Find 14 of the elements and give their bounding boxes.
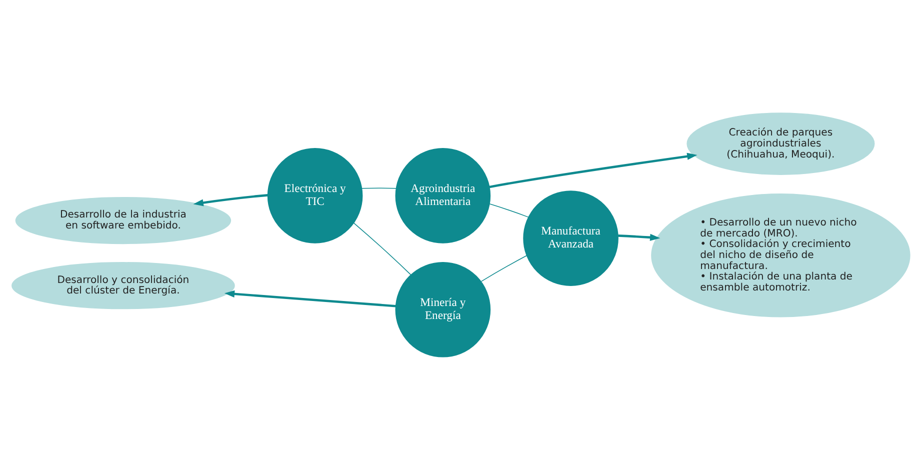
arrow bbox=[489, 152, 698, 188]
node-circle: Electrónica y TIC bbox=[267, 148, 363, 243]
arrow bbox=[618, 233, 660, 240]
connector bbox=[489, 203, 529, 218]
node-circle: Minería y Energía bbox=[395, 261, 491, 357]
node-circle: Agroindustria Alimentaria bbox=[395, 148, 491, 243]
node-circle: Manufactura Avanzada bbox=[523, 190, 618, 286]
arrow bbox=[193, 194, 268, 206]
connector bbox=[361, 187, 396, 188]
connector bbox=[480, 254, 527, 282]
node-ellipse: Desarrollo de la industria en software embebido. bbox=[15, 196, 232, 244]
arrow bbox=[224, 290, 396, 307]
node-ellipse: • Desarrollo de un nuevo nicho de mercado (MRO). • Consolidación y crecimiento del nicho de diseño de manufactura. • Instalación de una planta de ensamble automotriz. bbox=[651, 192, 910, 317]
connector bbox=[353, 222, 412, 275]
